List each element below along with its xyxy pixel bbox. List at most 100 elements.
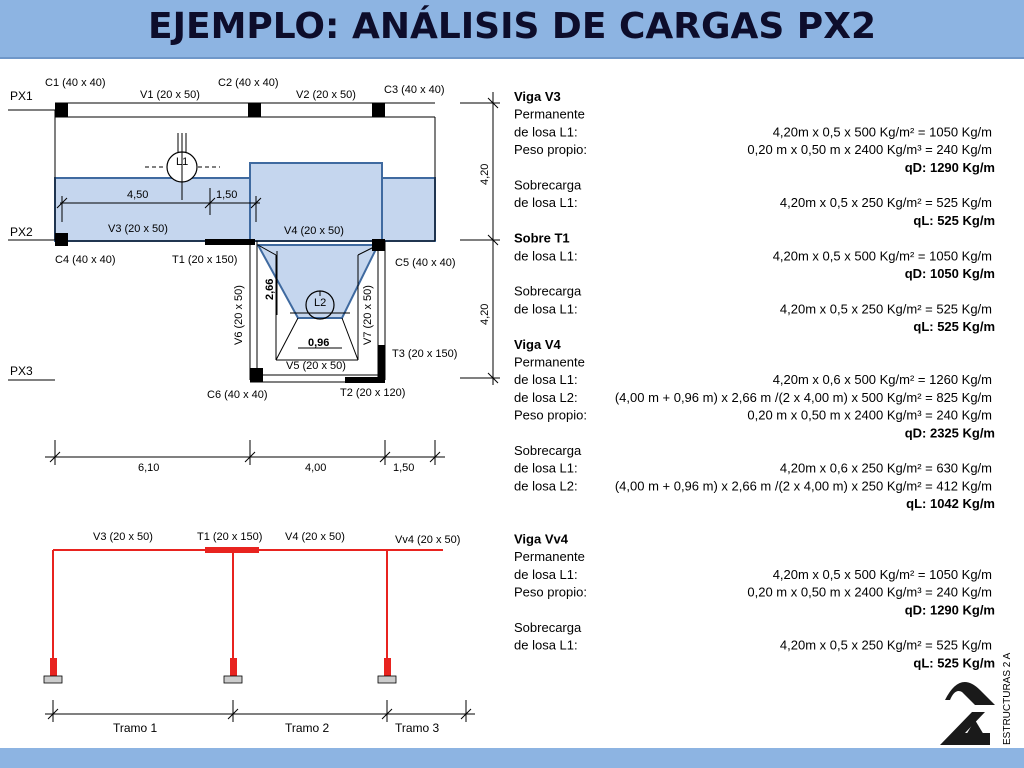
calc-label: Sobrecarga xyxy=(514,620,582,635)
label-c1: C1 (40 x 40) xyxy=(45,77,106,89)
calc-label: de losa L1: xyxy=(514,567,578,582)
calc-label: Viga Vv4 xyxy=(514,532,569,547)
label-l1: L1 xyxy=(176,156,188,168)
column-c3 xyxy=(372,103,385,117)
beam-t2-mark xyxy=(345,377,385,383)
calc-total: qD: 1290 Kg/m xyxy=(905,602,995,617)
label-c5: C5 (40 x 40) xyxy=(395,257,456,269)
span-tramo-3: Tramo 3 xyxy=(395,721,440,735)
calc-label: Permanente xyxy=(514,355,585,370)
span-tramo-1: Tramo 1 xyxy=(113,721,158,735)
calc-value: 4,20m x 0,6 x 500 Kg/m² = 1260 Kg/m xyxy=(773,372,992,387)
calc-label: Permanente xyxy=(514,107,585,122)
label-v2: V2 (20 x 50) xyxy=(296,89,356,101)
static-label-v3: V3 (20 x 50) xyxy=(93,531,153,543)
label-c3: C3 (40 x 40) xyxy=(384,84,445,96)
calc-value: 0,20 m x 0,50 m x 2400 Kg/m³ = 240 Kg/m xyxy=(747,408,992,423)
calc-value: 0,20 m x 0,50 m x 2400 Kg/m³ = 240 Kg/m xyxy=(747,142,992,157)
label-v4: V4 (20 x 50) xyxy=(284,225,344,237)
calc-total: qL: 1042 Kg/m xyxy=(906,496,995,511)
calc-total: qD: 1290 Kg/m xyxy=(905,160,995,175)
dim-610: 6,10 xyxy=(138,462,159,474)
calc-label: Sobrecarga xyxy=(514,443,582,458)
span-tramo-2: Tramo 2 xyxy=(285,721,330,735)
calc-label: Peso propio: xyxy=(514,585,587,600)
dim-400: 4,00 xyxy=(305,462,326,474)
label-v6: V6 (20 x 50) xyxy=(233,285,245,345)
label-t1: T1 (20 x 150) xyxy=(172,254,237,266)
dim-096: 0,96 xyxy=(308,337,329,349)
calc-value: 0,20 m x 0,50 m x 2400 Kg/m³ = 240 Kg/m xyxy=(747,585,992,600)
column-c5 xyxy=(372,239,385,251)
label-v5: V5 (20 x 50) xyxy=(286,360,346,372)
calc-label: de losa L1: xyxy=(514,248,578,263)
calc-value: 4,20m x 0,5 x 500 Kg/m² = 1050 Kg/m xyxy=(773,248,992,263)
static-label-v4: V4 (20 x 50) xyxy=(285,531,345,543)
calc-label: de losa L1: xyxy=(514,124,578,139)
calc-label: de losa L2: xyxy=(514,478,578,493)
dim-266: 2,66 xyxy=(264,279,276,300)
column-c4 xyxy=(55,233,68,246)
dim-450: 4,50 xyxy=(127,189,148,201)
calc-value: 4,20m x 0,5 x 500 Kg/m² = 1050 Kg/m xyxy=(773,124,992,139)
calc-label: de losa L2: xyxy=(514,390,578,405)
calc-label: Viga V3 xyxy=(514,89,561,104)
axis-px1: PX1 xyxy=(10,89,33,103)
column-c2 xyxy=(248,103,261,117)
calc-value: (4,00 m + 0,96 m) x 2,66 m /(2 x 4,00 m)… xyxy=(615,390,992,405)
beam-t3-mark xyxy=(378,345,385,382)
calc-value: 4,20m x 0,6 x 250 Kg/m² = 630 Kg/m xyxy=(780,461,992,476)
calc-label: Sobrecarga xyxy=(514,178,582,193)
dim-150b: 1,50 xyxy=(393,462,414,474)
beam-t1-mark xyxy=(205,239,255,245)
calc-label: de losa L1: xyxy=(514,301,578,316)
dim-420b: 4,20 xyxy=(479,304,491,325)
label-c4: C4 (40 x 40) xyxy=(55,254,116,266)
label-v7: V7 (20 x 50) xyxy=(362,285,374,345)
calc-label: de losa L1: xyxy=(514,372,578,387)
calc-total: qD: 2325 Kg/m xyxy=(905,425,995,440)
label-v1: V1 (20 x 50) xyxy=(140,89,200,101)
calc-total: qD: 1050 Kg/m xyxy=(905,266,995,281)
calc-label: de losa L1: xyxy=(514,195,578,210)
footer-bar xyxy=(0,748,1024,768)
label-c6: C6 (40 x 40) xyxy=(207,389,268,401)
calc-value: 4,20m x 0,5 x 250 Kg/m² = 525 Kg/m xyxy=(780,195,992,210)
label-l2: L2 xyxy=(314,297,326,309)
logo-text: ESTRUCTURAS 2 A xyxy=(1002,652,1013,745)
slab-l1-tributary xyxy=(249,162,383,242)
calc-label: Viga V4 xyxy=(514,337,562,352)
calc-label: Sobre T1 xyxy=(514,231,570,246)
dim-150a: 1,50 xyxy=(216,189,237,201)
estructuras-logo: ESTRUCTURAS 2 A xyxy=(940,652,1013,745)
column-c6 xyxy=(250,368,263,382)
calc-value: (4,00 m + 0,96 m) x 2,66 m /(2 x 4,00 m)… xyxy=(615,478,992,493)
axis-px2: PX2 xyxy=(10,225,33,239)
calc-total: qL: 525 Kg/m xyxy=(913,319,995,334)
calc-label: de losa L1: xyxy=(514,461,578,476)
calc-total: qL: 525 Kg/m xyxy=(913,655,995,670)
label-t3: T3 (20 x 150) xyxy=(392,348,457,360)
calc-value: 4,20m x 0,5 x 250 Kg/m² = 525 Kg/m xyxy=(780,638,992,653)
dim-420a: 4,20 xyxy=(479,164,491,185)
calc-total: qL: 525 Kg/m xyxy=(913,213,995,228)
page-title: EJEMPLO: ANÁLISIS DE CARGAS PX2 xyxy=(147,6,876,47)
calc-label: Sobrecarga xyxy=(514,284,582,299)
calculation-block: Viga V3 Permanente de losa L1: 4,20m x 0,5 … xyxy=(514,89,995,670)
calc-label: Permanente xyxy=(514,549,585,564)
calc-label: Peso propio: xyxy=(514,408,587,423)
calc-value: 4,20m x 0,5 x 250 Kg/m² = 525 Kg/m xyxy=(780,301,992,316)
calc-label: de losa L1: xyxy=(514,638,578,653)
calc-value: 4,20m x 0,5 x 500 Kg/m² = 1050 Kg/m xyxy=(773,567,992,582)
static-label-vv4: Vv4 (20 x 50) xyxy=(395,534,460,546)
label-v3: V3 (20 x 50) xyxy=(108,223,168,235)
column-c1 xyxy=(55,103,68,117)
label-c2: C2 (40 x 40) xyxy=(218,77,279,89)
static-label-t1: T1 (20 x 150) xyxy=(197,531,262,543)
title-bar xyxy=(0,0,1024,59)
axis-px3: PX3 xyxy=(10,364,33,378)
label-t2: T2 (20 x 120) xyxy=(340,387,405,399)
calc-label: Peso propio: xyxy=(514,142,587,157)
static-model xyxy=(43,547,443,684)
